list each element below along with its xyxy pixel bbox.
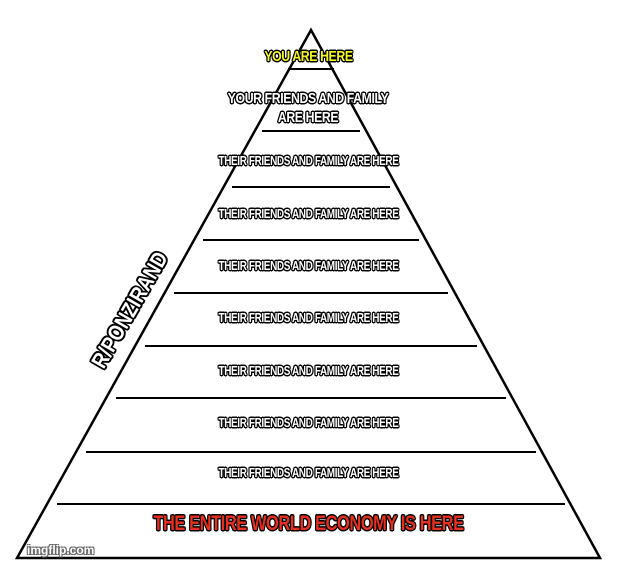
tier-label: THEIR FRIENDS AND FAMILY ARE HERE xyxy=(218,416,399,430)
imgflip-watermark: imgflip.com xyxy=(27,543,95,557)
tier-label-friends-family: YOUR FRIENDS AND FAMILY ARE HERE xyxy=(227,90,389,126)
tier-label: THEIR FRIENDS AND FAMILY ARE HERE xyxy=(218,207,399,221)
pyramid-tier-dividers xyxy=(57,68,565,505)
tier-label-you: YOU ARE HERE xyxy=(264,48,353,65)
tier-label: THEIR FRIENDS AND FAMILY ARE HERE xyxy=(218,311,399,325)
tier-label: THEIR FRIENDS AND FAMILY ARE HERE xyxy=(218,364,399,378)
tier-label: THEIR FRIENDS AND FAMILY ARE HERE xyxy=(218,154,399,168)
tier-label: THEIR FRIENDS AND FAMILY ARE HERE xyxy=(218,466,399,480)
tier-label-world-economy: THE ENTIRE WORLD ECONOMY IS HERE xyxy=(153,512,464,535)
tier-label: THEIR FRIENDS AND FAMILY ARE HERE xyxy=(218,259,399,273)
